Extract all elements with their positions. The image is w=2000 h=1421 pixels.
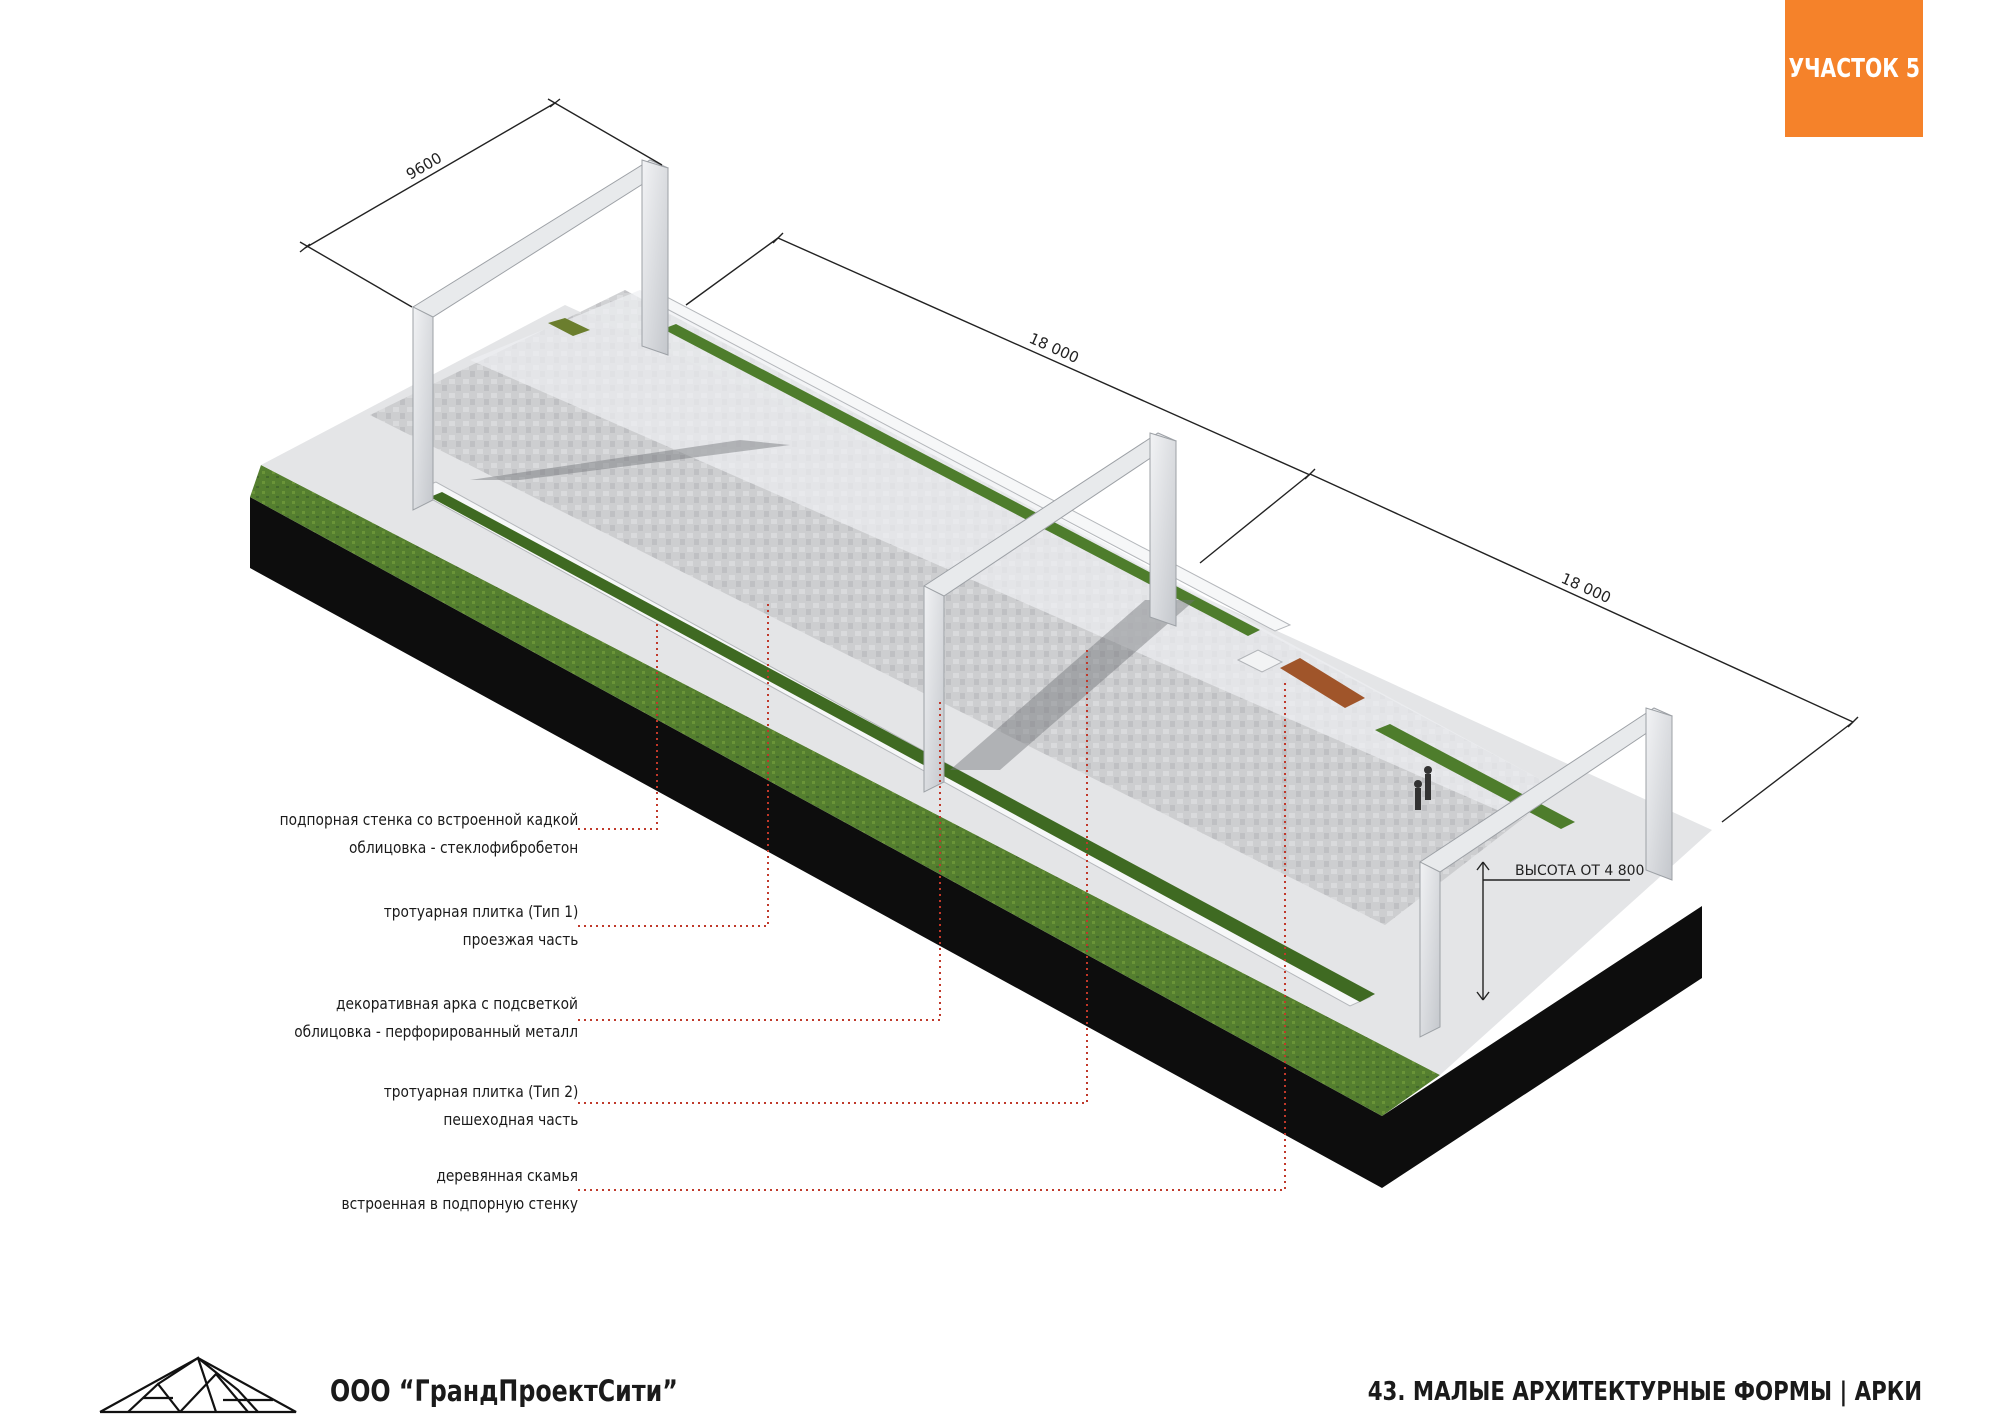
human-figures	[1414, 766, 1432, 810]
planter-front	[430, 492, 1375, 1002]
callout-paving-type-2: тротуарная плитка (Тип 2) пешеходная час…	[383, 1078, 578, 1134]
dimension-height-label: ВЫСОТА ОТ 4 800	[1515, 863, 1644, 879]
callout-line: тротуарная плитка (Тип 2)	[383, 1082, 578, 1101]
callout-line: облицовка - перфорированный металл	[294, 1022, 578, 1041]
callout-line: деревянная скамья	[436, 1166, 578, 1185]
arch-shadow-1	[470, 440, 790, 480]
section-badge: УЧАСТОК 5	[1785, 0, 1923, 137]
dimension-height	[1476, 861, 1630, 1001]
arch-1	[411, 159, 670, 511]
callout-retaining-wall: подпорная стенка со встроенной кадкой об…	[279, 806, 578, 862]
planter-small	[548, 318, 590, 336]
callout-line: облицовка - стеклофибробетон	[348, 838, 578, 857]
dimension-width	[299, 98, 663, 308]
callout-line: пешеходная часть	[443, 1110, 578, 1129]
dimension-length-2	[1309, 473, 1859, 823]
callout-line: декоративная арка с подсветкой	[335, 994, 578, 1013]
road-paving	[370, 290, 1560, 925]
wooden-bench	[1280, 658, 1365, 708]
planter-back	[663, 324, 1260, 636]
callout-paving-type-1: тротуарная плитка (Тип 1) проезжая часть	[383, 898, 578, 954]
arch-2	[922, 432, 1178, 793]
callout-line: подпорная стенка со встроенной кадкой	[279, 810, 578, 829]
callout-arch: декоративная арка с подсветкой облицовка…	[294, 990, 578, 1046]
company-name: ООО “ГрандПроектСити”	[330, 1374, 678, 1408]
leader-bench	[578, 680, 1286, 1191]
callout-bench: деревянная скамья встроенная в подпорную…	[341, 1162, 578, 1218]
dimension-length-2-label: 18 000	[1558, 569, 1613, 607]
pedestrian-paving	[470, 290, 1560, 820]
leader-lines	[578, 600, 1286, 1191]
leader-retaining-wall	[578, 620, 658, 830]
grass-strip	[250, 465, 1440, 1116]
company-logo	[99, 1356, 297, 1414]
arch-3	[1419, 707, 1674, 1038]
callout-line: тротуарная плитка (Тип 1)	[383, 902, 578, 921]
leader-paving-type-2	[578, 650, 1088, 1104]
dimension-length-1	[685, 232, 1316, 564]
section-badge-label: УЧАСТОК 5	[1788, 53, 1920, 84]
callout-line: проезжая часть	[462, 930, 578, 949]
leader-arch	[578, 700, 941, 1021]
bench-wall	[1236, 649, 1284, 673]
arch-shadow-2	[950, 600, 1195, 770]
callout-line: встроенная в подпорную стенку	[341, 1194, 578, 1213]
sheet-title: 43. МАЛЫЕ АРХИТЕКТУРНЫЕ ФОРМЫ | АРКИ	[1367, 1377, 1922, 1407]
